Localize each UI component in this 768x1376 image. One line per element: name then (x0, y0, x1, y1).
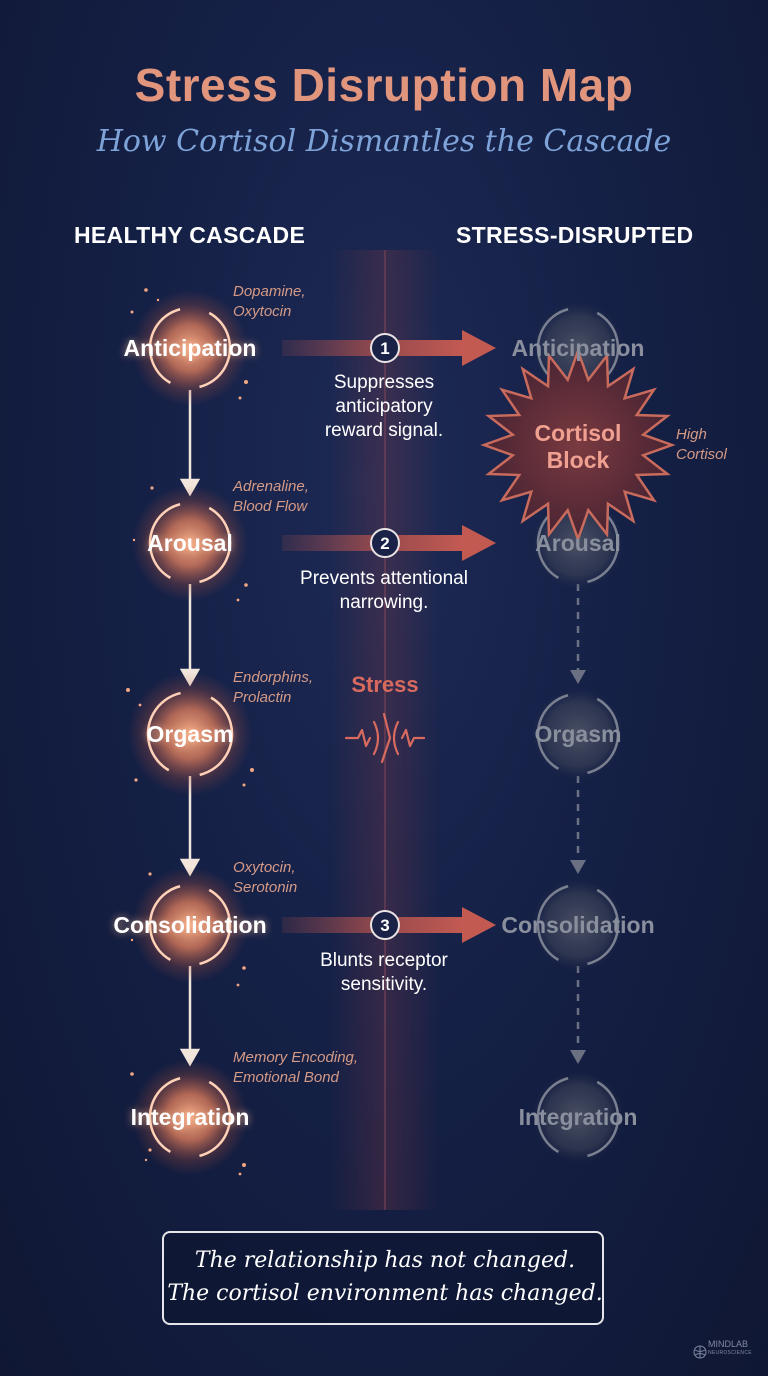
healthy-nodes (128, 290, 252, 1175)
page-title: Stress Disruption Map (134, 59, 634, 111)
disrupted-label-consolidation: Consolidation (501, 912, 655, 938)
stress-wave-icon (344, 712, 426, 764)
healthy-label-consolidation: Consolidation (113, 912, 267, 938)
step-badge-1 (370, 333, 400, 363)
healthy-node-anticipation (132, 290, 248, 406)
disruption-text-1: Suppresses anticipatory reward signal. (324, 372, 444, 441)
healthy-node-arousal (132, 485, 248, 601)
stress-label: Stress (351, 672, 419, 697)
sparkle-particles (126, 288, 254, 1176)
chemicals-consolidation: Oxytocin, Serotonin (233, 859, 298, 896)
high-cortisol-note: High Cortisol (676, 426, 727, 463)
disrupted-column-title: STRESS-DISRUPTED (456, 222, 694, 248)
stress-zone-divider (384, 250, 386, 1210)
quote-line-1: The relationship has not changed. (194, 1248, 576, 1273)
chemicals-anticipation: Dopamine, Oxytocin (233, 283, 306, 320)
disruption-text-3: Blunts receptor sensitivity. (320, 950, 448, 995)
step-badge-3 (370, 910, 400, 940)
disrupted-label-orgasm: Orgasm (534, 721, 622, 747)
healthy-label-arousal: Arousal (147, 530, 233, 556)
disrupted-label-integration: Integration (518, 1104, 638, 1130)
brain-logo-icon (693, 1345, 707, 1359)
healthy-node-integration (132, 1059, 248, 1175)
chemicals-orgasm: Endorphins, Prolactin (233, 669, 314, 706)
healthy-node-orgasm (128, 672, 252, 796)
footer-quote-box: The relationship has not changed. The co… (162, 1231, 604, 1325)
step-number-1: 1 (380, 339, 390, 358)
disrupted-label-arousal: Arousal (535, 530, 621, 556)
step-number-2: 2 (380, 534, 390, 553)
page-subtitle: How Cortisol Dismantles the Cascade (96, 124, 672, 159)
step-number-3: 3 (380, 916, 390, 935)
cortisol-block-label: Cortisol Block (534, 420, 622, 473)
cortisol-block-burst (480, 347, 676, 543)
chemicals-integration: Memory Encoding, Emotional Bond (233, 1049, 359, 1086)
quote-line-2: The cortisol environment has changed. (167, 1281, 603, 1306)
chemicals-arousal: Adrenaline, Blood Flow (233, 478, 309, 515)
healthy-label-anticipation: Anticipation (123, 335, 257, 361)
disrupted-node-integration (532, 1071, 624, 1163)
disrupted-label-anticipation: Anticipation (511, 335, 645, 361)
healthy-column-title: HEALTHY CASCADE (74, 222, 306, 248)
disrupted-node-orgasm (532, 688, 624, 780)
healthy-label-integration: Integration (130, 1104, 250, 1130)
brand-logo: MINDLAB NEUROSCIENCE (708, 1339, 752, 1357)
step-badge-2 (370, 528, 400, 558)
disrupted-node-consolidation (532, 879, 624, 971)
step-badges (370, 333, 400, 940)
healthy-label-orgasm: Orgasm (146, 721, 234, 747)
healthy-node-consolidation (132, 867, 248, 983)
disruption-text-2: Prevents attentional narrowing. (300, 568, 468, 613)
